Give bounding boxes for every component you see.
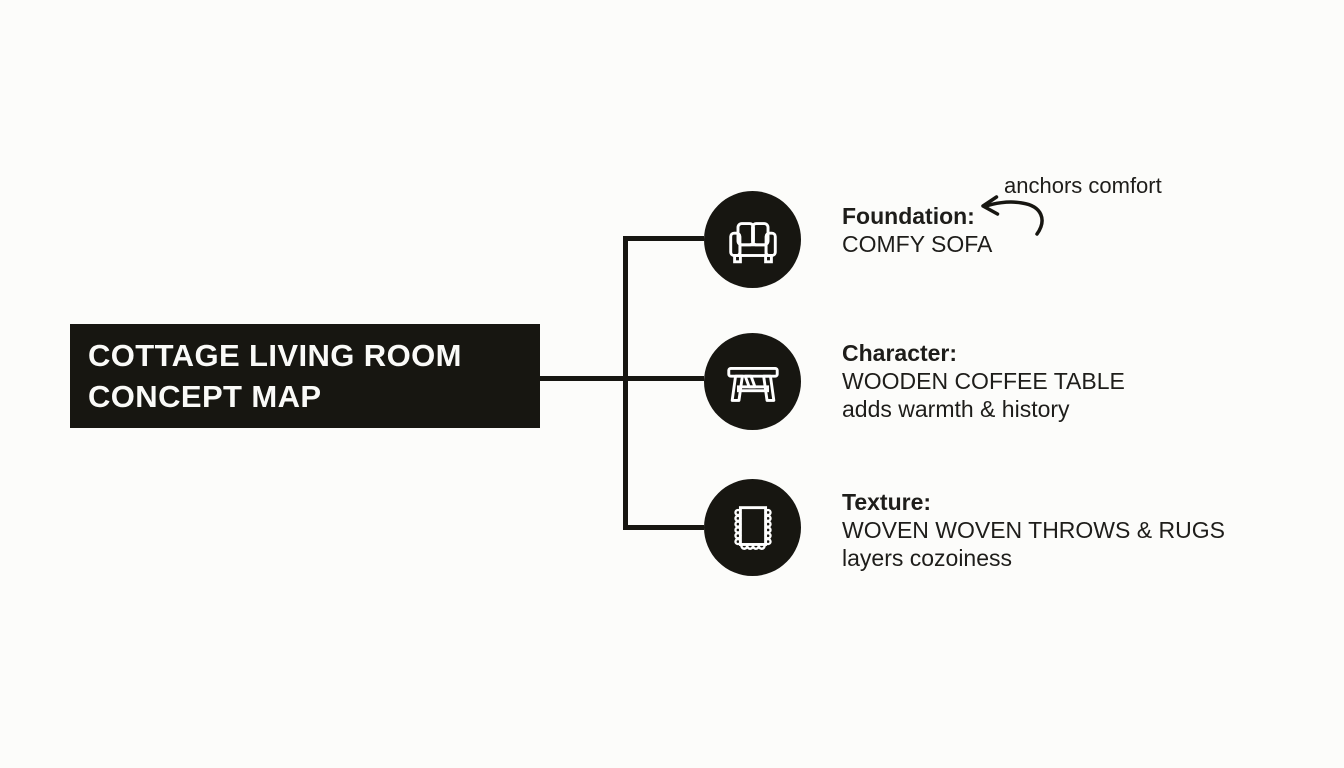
node-texture-line-2: layers cozoiness (842, 545, 1013, 571)
node-texture: Texture: WOVEN WOVEN THROWS & RUGS layer… (842, 488, 1225, 572)
title-line-1: COTTAGE LIVING ROOM (88, 338, 462, 373)
annotation-label: anchors comfort (1004, 173, 1162, 198)
node-character-line-2: adds warmth & history (842, 396, 1070, 422)
node-character-line-1: WOODEN COFFEE TABLE (842, 368, 1125, 394)
title-line-2: CONCEPT MAP (88, 379, 322, 414)
node-foundation-line-1: COMFY SOFA (842, 231, 993, 257)
node-texture-line-1: WOVEN WOVEN THROWS & RUGS (842, 517, 1225, 543)
coffee-table-icon (704, 333, 801, 430)
node-character-heading: Character: (842, 340, 958, 366)
node-character: Character: WOODEN COFFEE TABLE adds warm… (842, 339, 1125, 423)
sofa-icon (704, 191, 801, 288)
node-foundation-heading: Foundation: (842, 203, 975, 229)
title-box: COTTAGE LIVING ROOM CONCEPT MAP (70, 324, 540, 428)
throw-rug-icon (704, 479, 801, 576)
node-foundation: Foundation: COMFY SOFA (842, 202, 992, 258)
node-texture-heading: Texture: (842, 489, 932, 515)
